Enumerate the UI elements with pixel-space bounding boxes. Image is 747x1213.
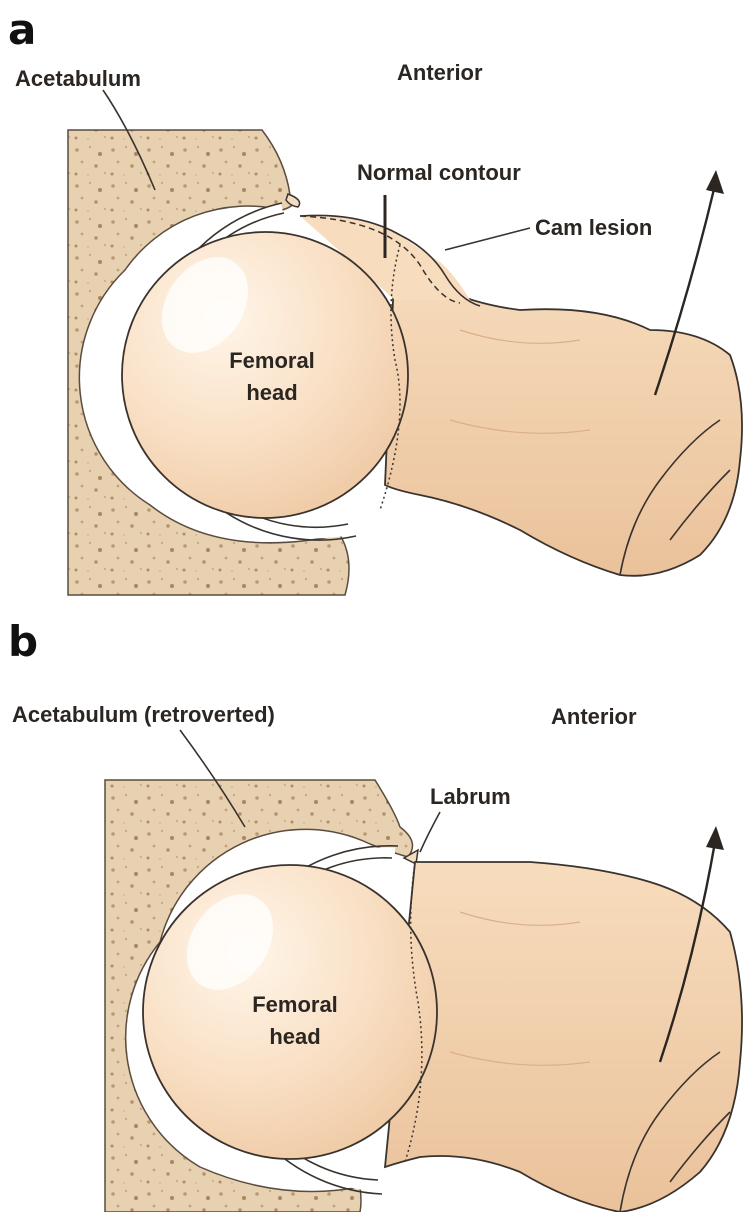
label-normal-contour: Normal contour bbox=[357, 160, 521, 185]
label-cam-lesion: Cam lesion bbox=[535, 215, 652, 240]
label-femoral-head-line1: Femoral bbox=[229, 348, 315, 373]
panel-a-diagram: a Acetabulum Anterior Normal contour Cam… bbox=[0, 0, 747, 600]
panel-letter-b: b bbox=[8, 617, 38, 666]
rotation-arrow-head-icon bbox=[706, 170, 724, 194]
label-acetabulum: Acetabulum (retroverted) bbox=[12, 702, 275, 727]
panel-a: a Acetabulum Anterior Normal contour Cam… bbox=[0, 0, 747, 600]
cam-lesion-leader bbox=[445, 228, 530, 250]
panel-b-diagram: b Acetabulum (retroverted) Anterior Labr… bbox=[0, 612, 747, 1212]
panel-b: b Acetabulum (retroverted) Anterior Labr… bbox=[0, 612, 747, 1212]
label-femoral-head-line2: head bbox=[269, 1024, 320, 1049]
label-labrum: Labrum bbox=[430, 784, 511, 809]
femoral-head bbox=[122, 232, 408, 518]
femoral-neck bbox=[385, 255, 742, 576]
label-femoral-head-line2: head bbox=[246, 380, 297, 405]
panel-letter-a: a bbox=[8, 5, 36, 54]
labrum-leader bbox=[420, 812, 440, 852]
label-femoral-head-line1: Femoral bbox=[252, 992, 338, 1017]
label-acetabulum: Acetabulum bbox=[15, 66, 141, 91]
rotation-arrow-head-icon bbox=[706, 826, 724, 850]
label-anterior: Anterior bbox=[397, 60, 483, 85]
label-anterior: Anterior bbox=[551, 704, 637, 729]
